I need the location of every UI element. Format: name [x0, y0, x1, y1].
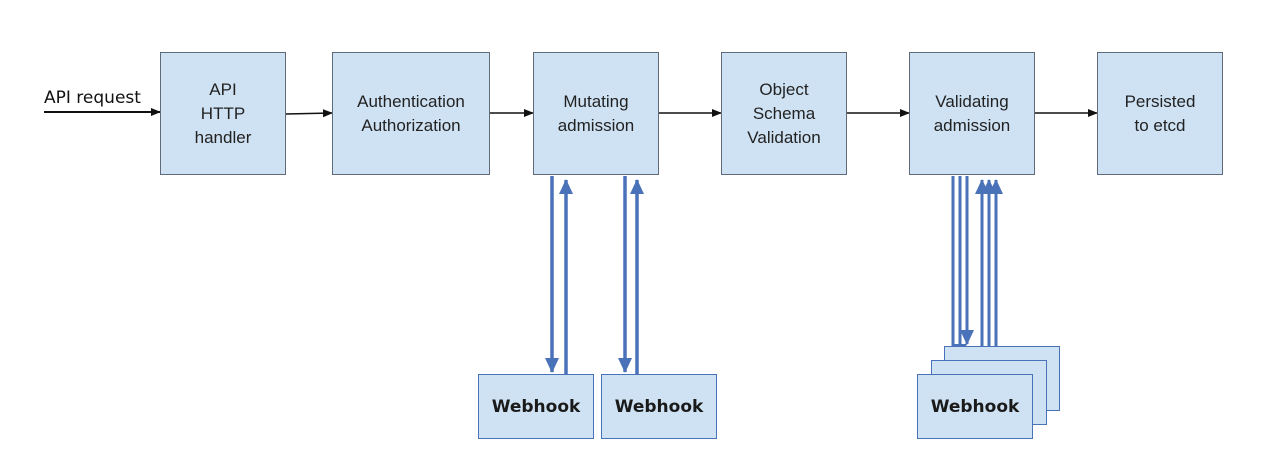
api-request-label: API request	[44, 88, 141, 108]
webhook-label: Webhook	[491, 396, 581, 417]
object-schema-validation-box: Object Schema Validation	[721, 52, 847, 175]
stage-label: Authentication Authorization	[357, 91, 465, 135]
api-http-handler-box: API HTTP handler	[160, 52, 286, 175]
stage-label: API HTTP handler	[194, 79, 252, 147]
mutating-webhook-1: Webhook	[478, 374, 594, 439]
mutating-webhook-2: Webhook	[601, 374, 717, 439]
mutating-admission-box: Mutating admission	[533, 52, 659, 175]
webhook-label: Webhook	[930, 396, 1020, 417]
stage-label: Mutating admission	[557, 91, 635, 135]
stage-label: Persisted to etcd	[1124, 91, 1196, 135]
flow-arrow-1	[285, 109, 333, 118]
validating-admission-box: Validating admission	[909, 52, 1035, 175]
webhook-label: Webhook	[614, 396, 704, 417]
validating-webhook-front: Webhook	[917, 374, 1033, 439]
stage-label: Validating admission	[933, 91, 1011, 135]
stage-label: Object Schema Validation	[747, 79, 821, 147]
persisted-to-etcd-box: Persisted to etcd	[1097, 52, 1223, 175]
authentication-authorization-box: Authentication Authorization	[332, 52, 490, 175]
